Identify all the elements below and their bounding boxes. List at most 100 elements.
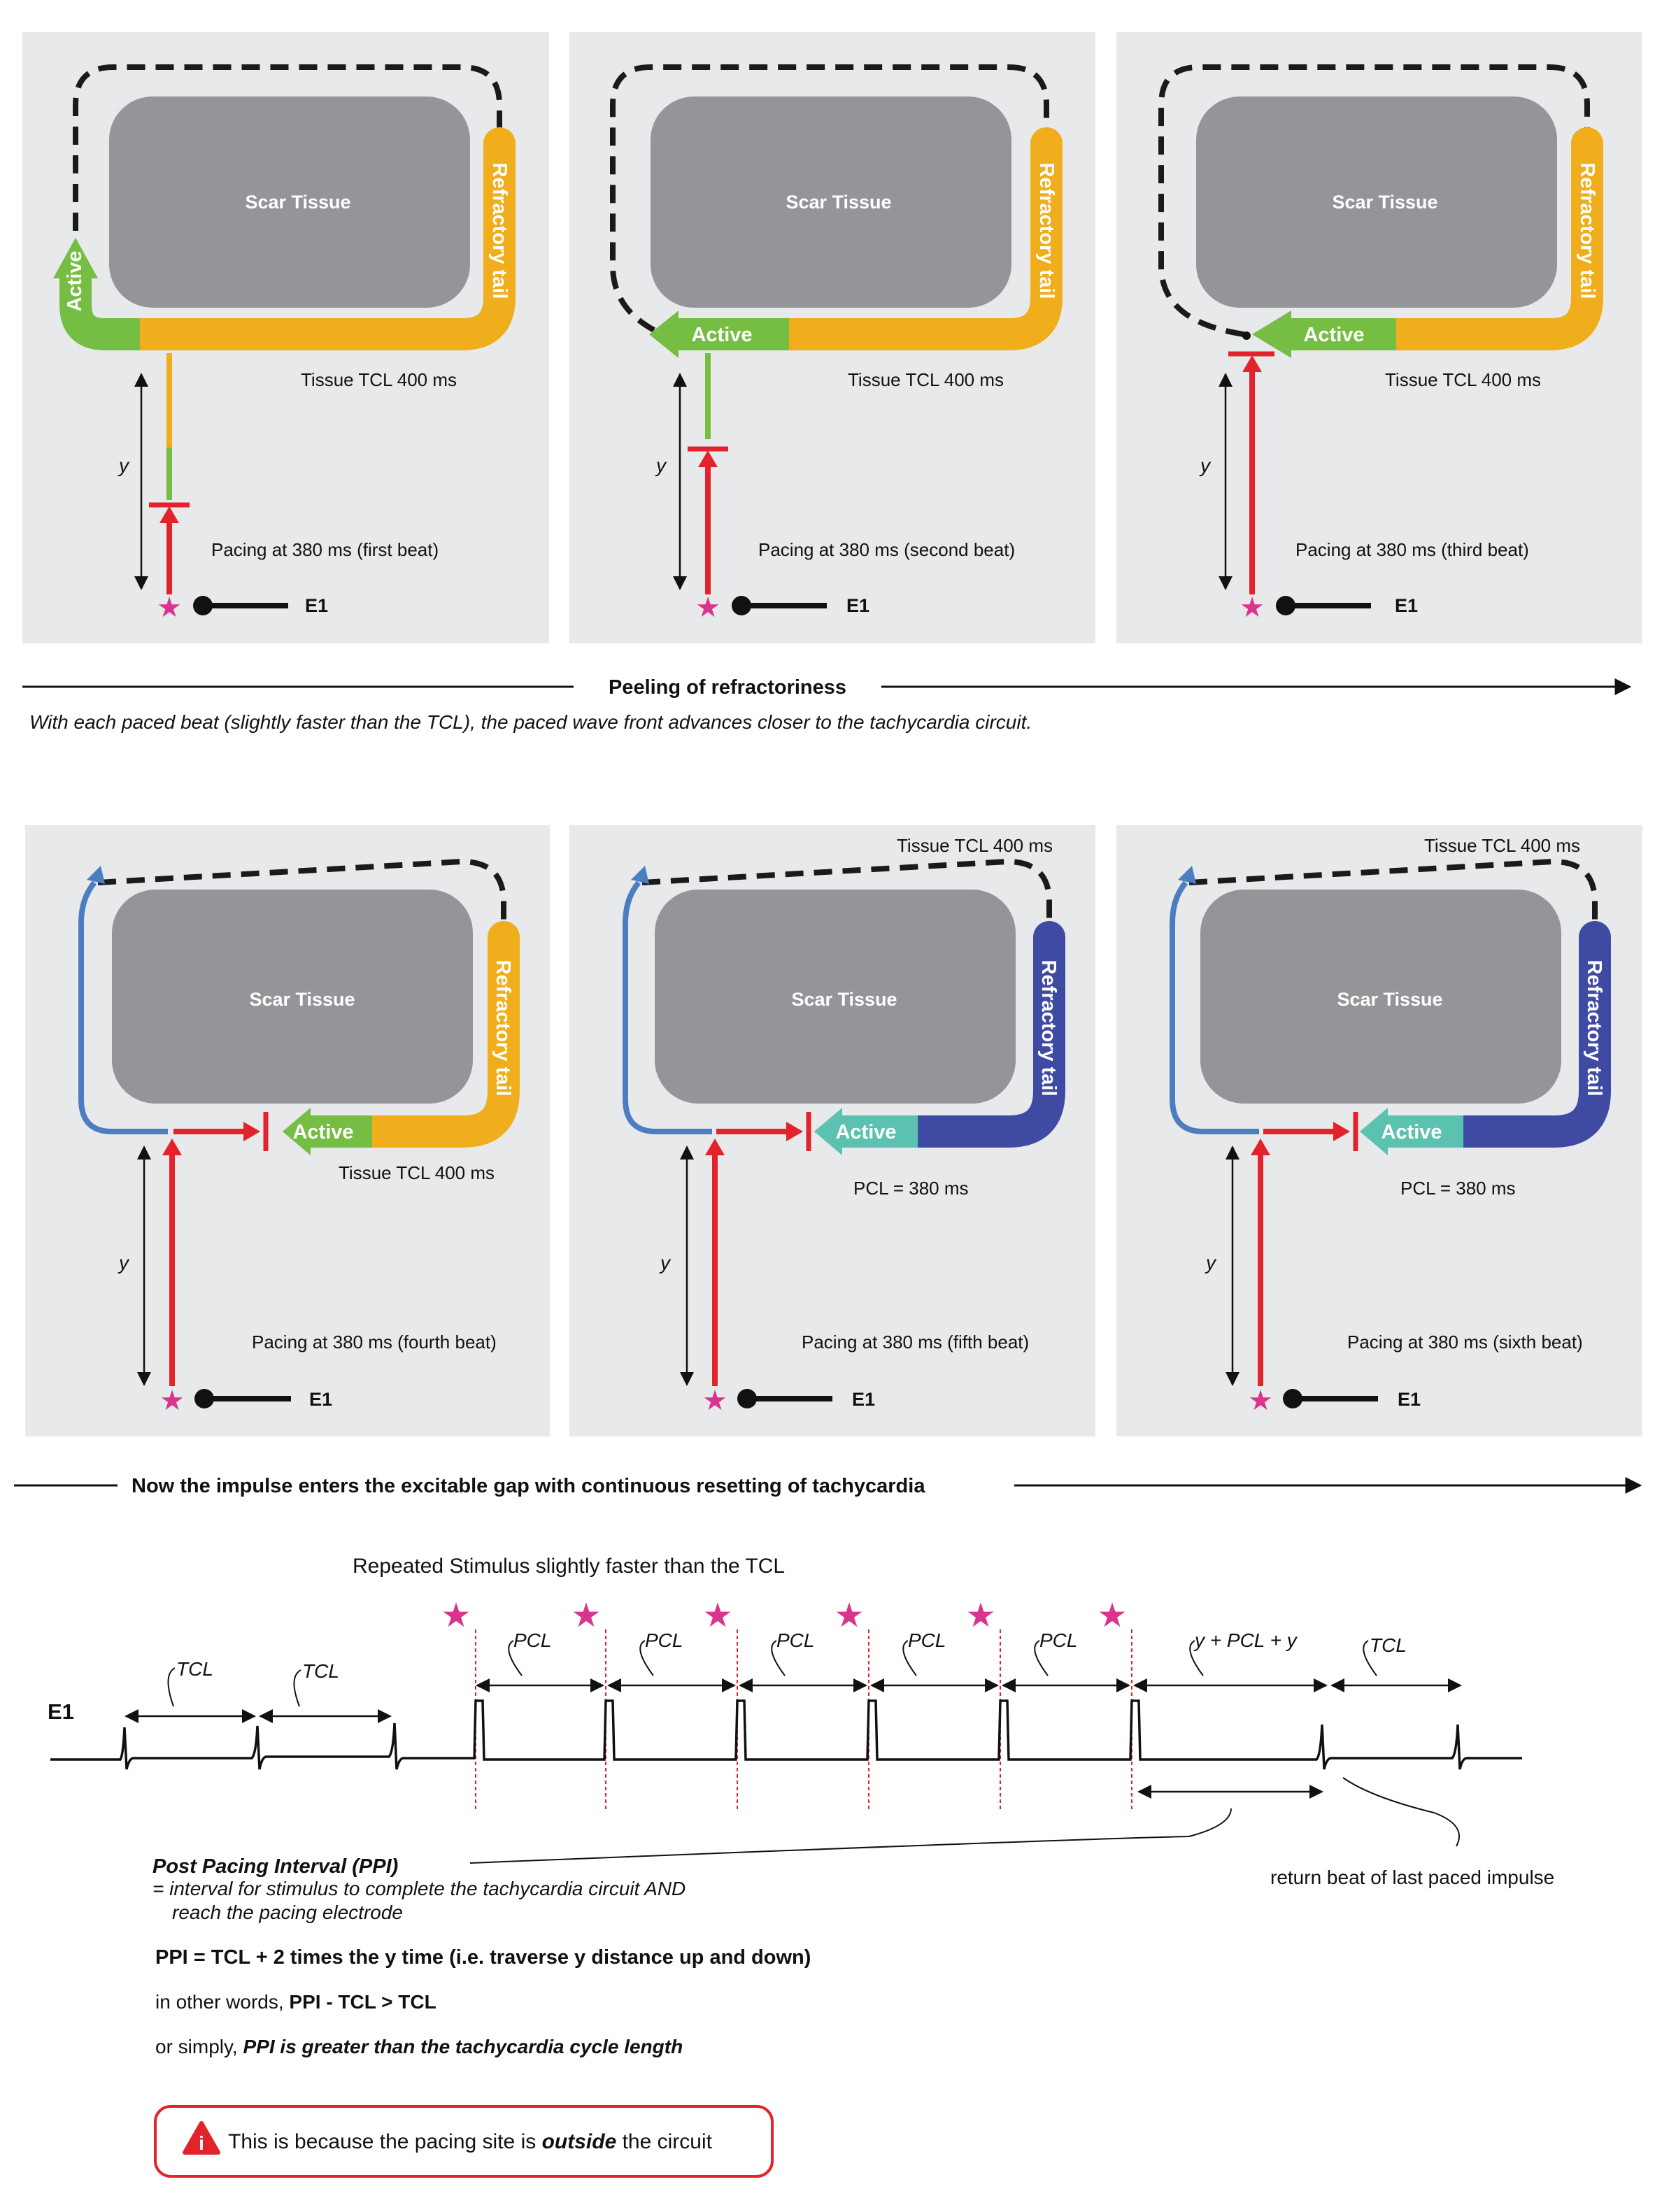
- pacing-arrow-head: [705, 1139, 725, 1155]
- ppi-callout-line: [469, 1808, 1232, 1864]
- note-pre: This is because the pacing site is: [228, 2130, 542, 2153]
- pcl-leader: [771, 1640, 786, 1676]
- wavefront-contact-dot: [1242, 331, 1251, 340]
- pcl-intervals: PCL PCL PCL PCL PCL: [476, 1629, 1130, 1692]
- tcl-label-2: TCL: [302, 1660, 339, 1682]
- refractory-tail-label: Refractory tail: [492, 959, 514, 1096]
- scar-tissue: [112, 890, 473, 1104]
- tcl-leader-1: [167, 1667, 176, 1707]
- star-icon: ★: [695, 592, 720, 623]
- tcl-label-1: TCL: [176, 1658, 213, 1680]
- scar-label: Scar Tissue: [1332, 192, 1437, 213]
- star-icon: ★: [157, 592, 182, 623]
- active-arrow-head: [53, 238, 98, 278]
- electrode-label: E1: [305, 595, 328, 616]
- panel-fifth-beat: Scar Tissue Refractory tail Active y Tis…: [569, 825, 1095, 1436]
- y-label: y: [655, 455, 667, 476]
- active-front: [1385, 1115, 1463, 1148]
- pcl-leader: [902, 1640, 917, 1676]
- electrode-label: E1: [852, 1389, 875, 1410]
- pacing-star-icon: ★: [1097, 1597, 1127, 1634]
- ppi-definition-line-2: reach the pacing electrode: [172, 1901, 403, 1923]
- scar-tissue: [1196, 97, 1557, 308]
- ecg-trace-section: Repeated Stimulus slightly faster than t…: [48, 1555, 1554, 1888]
- trace-heading: Repeated Stimulus slightly faster than t…: [353, 1555, 785, 1578]
- refractory-tail: [1446, 921, 1611, 1148]
- sum-leader: [1189, 1640, 1204, 1676]
- tcl-label: Tissue TCL 400 ms: [897, 835, 1053, 856]
- y-label: y: [118, 455, 130, 476]
- refractory-tail: [767, 127, 1063, 350]
- ppi-formula: PPI = TCL + 2 times the y time (i.e. tra…: [155, 1946, 811, 1969]
- pacing-star-icon: ★: [571, 1597, 601, 1634]
- pacing-label: Pacing at 380 ms (second beat): [758, 539, 1015, 560]
- active-label: Active: [292, 1121, 353, 1143]
- y-label: y: [659, 1252, 672, 1273]
- active-arrow-head: [1360, 1108, 1388, 1155]
- active-arrow-head: [649, 311, 679, 358]
- trace-lead-label: E1: [48, 1699, 74, 1724]
- y-label: y: [1199, 455, 1212, 476]
- peeling-section: Peeling of refractoriness With each pace…: [22, 676, 1632, 733]
- tcl-leader-3: [1363, 1640, 1377, 1676]
- pacing-label: Pacing at 380 ms (first beat): [211, 539, 439, 560]
- y-label: y: [118, 1252, 130, 1273]
- panel-third-beat: Scar Tissue Refractory tail Active y Tis…: [1116, 32, 1642, 643]
- scar-label: Scar Tissue: [791, 989, 897, 1010]
- ppi-other-words: in other words, PPI - TCL > TCL: [155, 1991, 436, 2013]
- stimulus-markers: [475, 1629, 1132, 1811]
- note-text: This is because the pacing site is outsi…: [228, 2130, 713, 2153]
- refractory-tail-label: Refractory tail: [488, 162, 511, 299]
- refractory-tail-label: Refractory tail: [1576, 162, 1598, 299]
- electrode-label: E1: [309, 1389, 332, 1410]
- active-label: Active: [64, 250, 86, 311]
- ppi-other-prefix: in other words,: [155, 1991, 289, 2013]
- pcl-label: PCL: [645, 1629, 683, 1651]
- note-box: [154, 2105, 774, 2178]
- tcl-label: Tissue TCL 400 ms: [339, 1162, 495, 1183]
- panel-fourth-beat: Scar Tissue Refractory tail Active y Tis…: [25, 825, 550, 1436]
- ppi-explanation: Post Pacing Interval (PPI) = interval fo…: [152, 1855, 811, 2057]
- active-front: [1288, 318, 1396, 350]
- active-label: Active: [835, 1121, 896, 1143]
- pacing-star-icon: ★: [834, 1597, 864, 1634]
- circuit-dashed-path: [1158, 64, 1590, 337]
- pacing-label: Pacing at 380 ms (sixth beat): [1347, 1332, 1583, 1353]
- active-front: [59, 276, 140, 350]
- note-em: outside: [542, 2130, 617, 2153]
- pacing-arrow-head: [1251, 1139, 1270, 1155]
- circuit-dashed-path: [73, 64, 502, 231]
- reentry-arrow-head: [631, 866, 649, 884]
- active-label: Active: [1381, 1121, 1442, 1143]
- refractory-tail-label: Refractory tail: [1035, 162, 1058, 299]
- pacing-arrow-head: [698, 450, 718, 467]
- active-front: [677, 318, 789, 350]
- pcl-label: PCL: [776, 1629, 814, 1651]
- pacing-arrow-head-right: [786, 1122, 803, 1141]
- return-beat-leader: [1342, 1777, 1460, 1847]
- tcl-leader-2: [293, 1669, 301, 1707]
- electrode-label: E1: [1398, 1389, 1421, 1410]
- ppi-title: Post Pacing Interval (PPI): [152, 1855, 398, 1878]
- star-icon: ★: [1248, 1385, 1273, 1416]
- e1-trace: [50, 1699, 1522, 1770]
- scar-tissue: [109, 97, 470, 308]
- scar-label: Scar Tissue: [249, 989, 355, 1010]
- scar-label: Scar Tissue: [1337, 989, 1442, 1010]
- star-icon: ★: [159, 1385, 185, 1416]
- pacing-star-icon: ★: [702, 1597, 732, 1634]
- electrode-label: E1: [846, 595, 869, 616]
- pcl-label: PCL: [513, 1629, 551, 1651]
- reentry-path: [623, 880, 712, 1134]
- ppi-simply-prefix: or simply,: [155, 2036, 243, 2057]
- pcl-leader: [508, 1640, 523, 1676]
- y-label: y: [1205, 1252, 1217, 1273]
- pcl-leader: [1034, 1640, 1049, 1676]
- reentry-arrow-head: [1178, 866, 1196, 884]
- gap-title: Now the impulse enters the excitable gap…: [132, 1475, 925, 1497]
- electrode-label: E1: [1395, 595, 1418, 616]
- refractory-tail: [1376, 127, 1603, 350]
- sum-label: y + PCL + y: [1193, 1629, 1298, 1651]
- tcl-label: Tissue TCL 400 ms: [301, 369, 457, 390]
- refractory-tail: [355, 921, 520, 1148]
